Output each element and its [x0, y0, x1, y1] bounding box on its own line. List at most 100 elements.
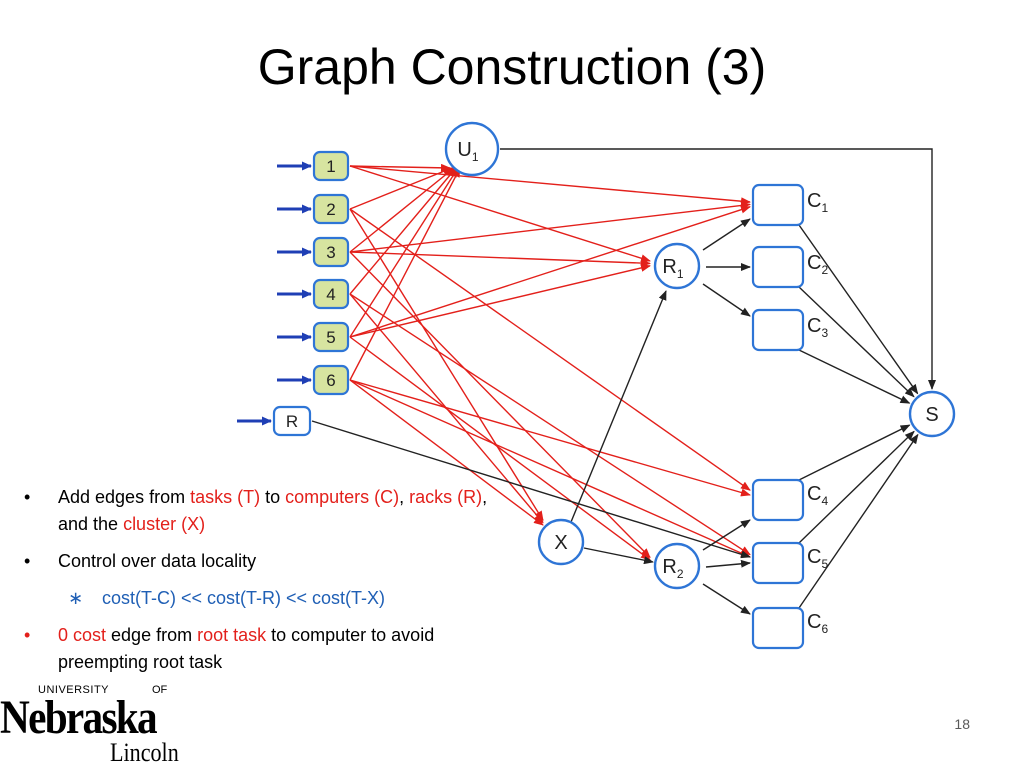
bullet-text-segment: Add edges from [58, 487, 191, 507]
task-1-to-r1-edge [349, 165, 651, 263]
task-node-2: 2 [312, 193, 350, 225]
bullet-text-segment: cost(T-C) << cost(T-R) << cost(T-X) [102, 588, 386, 608]
bullet-text-segment: cluster (X) [123, 514, 206, 534]
cluster-node-x: X [537, 518, 585, 566]
bullet-text-segment: to [260, 487, 286, 507]
rack-node-r1: R1 [653, 242, 701, 290]
root-task-to-c5-edge [311, 420, 751, 559]
computer-node-c4-label: C4 [807, 483, 828, 508]
bullet-item-4: •0 cost edge from root task to computer … [24, 622, 494, 676]
r2-to-c4-edge [702, 519, 751, 551]
bullet-marker: • [24, 487, 31, 507]
task-node-5: 5 [312, 321, 350, 353]
task-edges [349, 163, 751, 561]
bullet-marker: ∗ [68, 588, 84, 608]
logo-nebraska-wordmark: Nebraska [0, 691, 158, 744]
task-node-6-label: 6 [326, 371, 335, 390]
computer-node-c5-label: C5 [807, 546, 828, 571]
rack-node-r1-label: R1 [662, 256, 683, 281]
sink-node-s-label: S [925, 404, 938, 426]
bullet-text-segment: , [399, 487, 410, 507]
r1-to-c3-edge [702, 283, 751, 317]
bullet-text-segment: root task [197, 625, 267, 645]
computer-node-c3: C3 [751, 308, 828, 352]
task-6-to-u1-edge [349, 167, 461, 381]
bullet-item-3: ∗ cost(T-C) << cost(T-R) << cost(T-X) [24, 585, 494, 612]
task-5-to-r1-edge [349, 263, 651, 338]
computer-node-c4: C4 [751, 478, 828, 522]
task-3-to-u1-edge [349, 167, 455, 253]
page-number: 18 [954, 716, 970, 732]
root-task-node-label: R [286, 412, 298, 431]
task-1-to-c1-edge [349, 165, 751, 206]
task-node-1: 1 [312, 150, 350, 182]
task-3-to-r1-edge [349, 251, 651, 268]
x-to-r1-edge [570, 290, 667, 523]
university-logo: UNIVERSITY OF Nebraska Lincoln [0, 684, 200, 768]
rack-node-r2-label: R2 [662, 556, 683, 581]
bullet-text-segment: to computer to avoid preempting root tas… [58, 625, 435, 672]
computer-node-c5: C5 [751, 541, 828, 585]
slide-title: Graph Construction (3) [257, 39, 767, 95]
x-to-r2-edge [583, 547, 654, 565]
task-6-to-c5-edge [349, 379, 751, 558]
task-3-to-c1-edge [349, 201, 751, 253]
task-5-to-c1-edge [349, 205, 751, 338]
task-6-to-c4-edge [349, 379, 751, 497]
c2-to-sink-edge [798, 286, 915, 398]
task-2-to-x-edge [349, 208, 544, 522]
input-arrows [237, 161, 312, 426]
task-3-to-r2-edge [349, 251, 651, 559]
task-4-to-c5-edge [349, 293, 751, 556]
task-2-to-c4-edge [349, 208, 751, 491]
r2-to-c6-edge [702, 583, 751, 615]
c5-to-sink-edge [798, 430, 915, 544]
computer-node-c1: C1 [751, 183, 828, 227]
task-6-to-x-edge [349, 379, 544, 526]
bullet-text-segment: 0 cost [58, 625, 107, 645]
computer-node-c6: C6 [751, 606, 828, 650]
task-node-3-label: 3 [326, 243, 335, 262]
logo-lincoln-text: Lincoln [110, 738, 179, 767]
c4-to-sink-edge [798, 424, 911, 481]
bullet-item-1: • Add edges from tasks (T) to computers (… [24, 484, 494, 538]
root-task-node: R [272, 405, 312, 437]
computer-node-c2-label: C2 [807, 252, 828, 277]
task-1-to-u1-edge [349, 163, 451, 172]
task-node-3: 3 [312, 236, 350, 268]
computer-node-c3-label: C3 [807, 315, 828, 340]
c3-to-sink-edge [798, 349, 911, 404]
flow-edges [311, 148, 936, 615]
rack-node-r2: R2 [653, 542, 701, 590]
task-2-to-u1-edge [349, 167, 453, 210]
bullet-text-segment: tasks (T) [190, 487, 261, 507]
r2-to-c5-edge [705, 559, 751, 568]
computer-node-c2: C2 [751, 245, 828, 289]
bullet-text-segment: , and the [58, 487, 488, 534]
unscheduled-node-u1-label: U1 [457, 139, 478, 164]
bullet-text-segment: edge from [106, 625, 198, 645]
computer-node-c1-label: C1 [807, 190, 828, 215]
cluster-node-x-label: X [554, 532, 567, 554]
task-node-4: 4 [312, 278, 350, 310]
task-node-6: 6 [312, 364, 350, 396]
sink-node-s: S [908, 390, 956, 438]
bullet-text-segment: racks (R) [409, 487, 483, 507]
task-node-4-label: 4 [326, 285, 335, 304]
computer-node-c6-label: C6 [807, 611, 828, 636]
bullet-text-segment: computers (C) [285, 487, 400, 507]
task-node-2-label: 2 [326, 200, 335, 219]
task-4-to-u1-edge [349, 167, 457, 295]
task-5-to-u1-edge [349, 167, 459, 338]
task-node-5-label: 5 [326, 328, 335, 347]
task-5-to-r2-edge [349, 336, 651, 561]
logo-of-text: OF [152, 684, 168, 696]
bullet-list: • Add edges from tasks (T) to computers (… [24, 484, 494, 686]
logo-university-text: UNIVERSITY [38, 684, 110, 696]
u1-to-sink-edge [500, 148, 936, 390]
c6-to-sink-edge [798, 433, 919, 609]
r1-to-c1-edge [702, 218, 751, 251]
task-node-1-label: 1 [326, 157, 335, 176]
